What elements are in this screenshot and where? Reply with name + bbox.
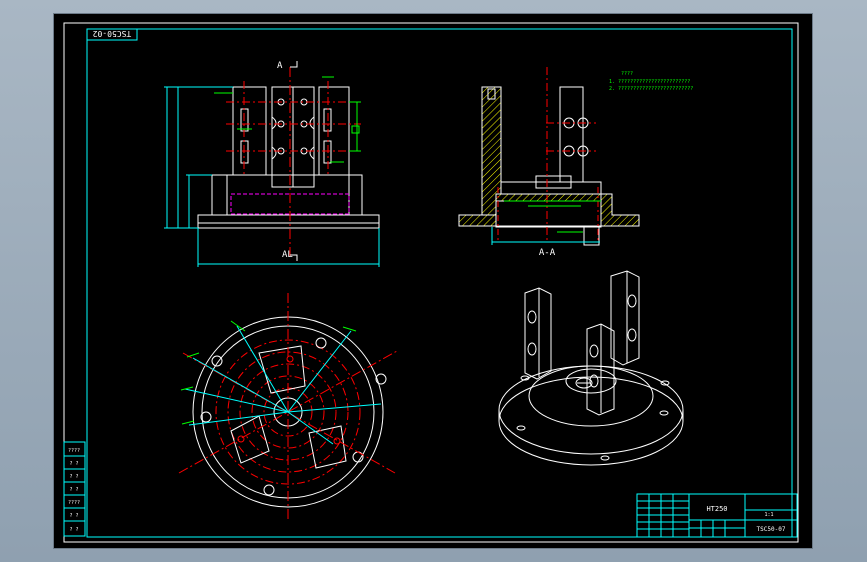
- left-revision-strip: ???? ? ? ? ? ? ? ???? ? ? ? ?: [63, 441, 86, 537]
- strip-cell-4: ? ?: [69, 487, 78, 493]
- section-label: A-A: [539, 248, 556, 258]
- front-view: A AL: [164, 61, 380, 267]
- cad-drawing-canvas: TSC50-02 ???? ? ? ? ? ? ? ???? ? ? ? ?: [63, 22, 799, 543]
- outer-frame: [63, 22, 799, 543]
- isometric-view: [498, 270, 684, 466]
- title-block: HT250 1:1 TSC50-07: [636, 493, 798, 538]
- strip-cell-5: ????: [68, 500, 80, 506]
- title-block-scale: 1:1: [764, 512, 773, 518]
- inner-frame: [86, 28, 793, 538]
- section-marker-top: A: [277, 61, 283, 71]
- title-block-material: HT250: [706, 505, 727, 513]
- strip-cell-1: ????: [68, 448, 80, 454]
- technical-notes: ???? 1. ???????????????????????? 2. ????…: [609, 71, 693, 92]
- title-block-drawing-number: TSC50-07: [757, 526, 786, 533]
- notes-heading: ????: [621, 71, 633, 77]
- strip-cell-2: ? ?: [69, 461, 78, 467]
- strip-cell-3: ? ?: [69, 474, 78, 480]
- drawing-sheet: TSC50-02 ???? ? ? ? ? ? ? ???? ? ? ? ?: [53, 13, 813, 549]
- strip-cell-6: ? ?: [69, 513, 78, 519]
- notes-line-2: 2. ?????????????????????????: [609, 86, 693, 92]
- section-marker-bottom: AL: [282, 250, 293, 260]
- drawing-number-tab: TSC50-02: [86, 28, 138, 41]
- drawing-number-tab-text: TSC50-02: [93, 29, 132, 38]
- strip-cell-7: ? ?: [69, 527, 78, 533]
- notes-line-1: 1. ????????????????????????: [609, 79, 690, 85]
- section-view-a-a: A-A: [458, 67, 640, 258]
- top-view: [178, 293, 398, 521]
